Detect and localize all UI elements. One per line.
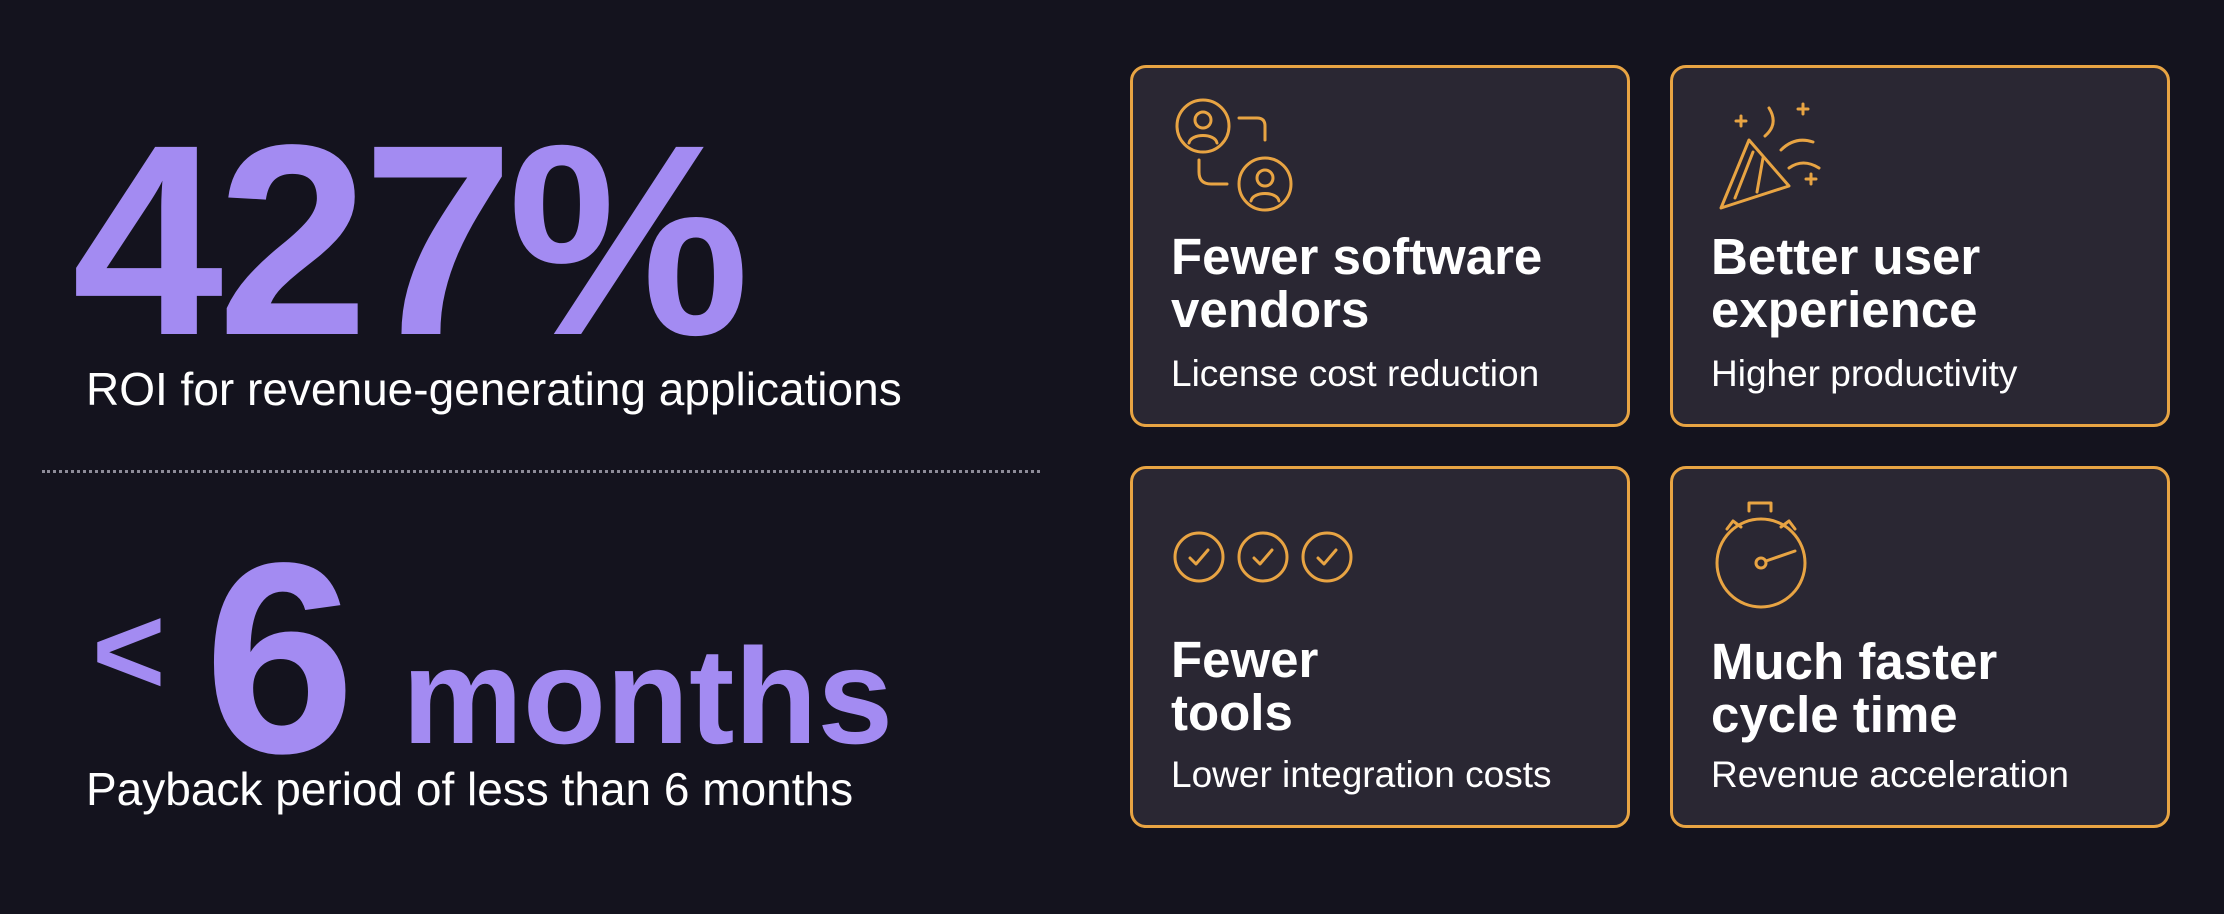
- payback-caption: Payback period of less than 6 months: [86, 763, 854, 815]
- party-popper-icon: [1713, 96, 1837, 219]
- card-subtitle: License cost reduction: [1171, 353, 1540, 394]
- card-better-ux: Better user experience Higher productivi…: [1670, 65, 2170, 427]
- dotted-divider: [42, 470, 1040, 473]
- people-swap-icon: [1173, 96, 1297, 219]
- roi-caption: ROI for revenue-generating applications: [86, 363, 902, 415]
- card-faster-cycle: Much faster cycle time Revenue accelerat…: [1670, 466, 2170, 828]
- payback-number: 6: [204, 506, 356, 810]
- card-title: Fewer software vendors: [1171, 228, 1543, 338]
- card-title: Better user experience: [1711, 228, 1981, 338]
- card-subtitle: Revenue acceleration: [1711, 754, 2069, 795]
- card-title: Much faster cycle time: [1711, 633, 1998, 743]
- card-subtitle: Lower integration costs: [1171, 754, 1552, 795]
- card-subtitle: Higher productivity: [1711, 353, 2018, 394]
- less-than-symbol: <: [92, 580, 166, 721]
- card-fewer-tools: Fewer tools Lower integration costs: [1130, 466, 1630, 828]
- card-title: Fewer tools: [1171, 631, 1319, 741]
- roi-value: 427%: [72, 88, 750, 392]
- three-checks-icon: [1173, 529, 1353, 590]
- stopwatch-icon: [1713, 499, 1817, 616]
- payback-unit: months: [402, 620, 894, 772]
- card-fewer-vendors: Fewer software vendors License cost redu…: [1130, 65, 1630, 427]
